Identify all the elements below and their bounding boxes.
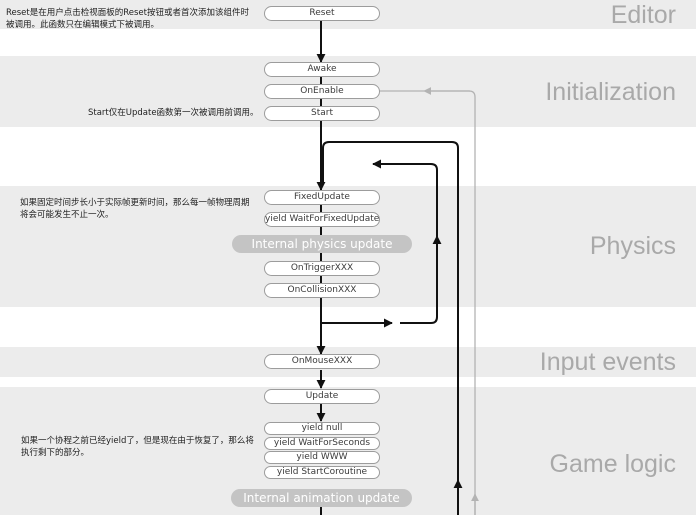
- note-physics: 如果固定时间步长小于实际帧更新时间，那么每一帧物理周期 将会可能发生不止一次。: [20, 197, 250, 221]
- frame-loop-top-arrow: [322, 141, 459, 490]
- onenable-return-arrow: [426, 90, 476, 515]
- node-internal-physics-update: Internal physics update: [232, 235, 412, 253]
- note-coroutine: 如果一个协程之前已经yield了，但是现在由于恢复了，那么将 执行剩下的部分。: [21, 435, 254, 459]
- note-coroutine-line-1: 如果一个协程之前已经yield了，但是现在由于恢复了，那么将: [21, 436, 254, 446]
- node-ontriggerxxx: OnTriggerXXX: [264, 261, 380, 276]
- node-reset: Reset: [264, 6, 380, 21]
- node-yield-waitforseconds: yield WaitForSeconds: [264, 437, 380, 450]
- node-yield-null: yield null: [264, 422, 380, 435]
- node-onmousexxx: OnMouseXXX: [264, 354, 380, 369]
- node-yield-startcoroutine: yield StartCoroutine: [264, 466, 380, 479]
- physics-loop-top-arrow: [372, 159, 438, 240]
- note-physics-line-2: 将会可能发生不止一次。: [20, 210, 114, 220]
- node-yield-waitforfixedupdate: yield WaitForFixedUpdate: [264, 212, 380, 227]
- node-fixedupdate: FixedUpdate: [264, 190, 380, 205]
- node-onenable: OnEnable: [264, 84, 380, 99]
- node-oncollisionxxx: OnCollisionXXX: [264, 283, 380, 298]
- note-start: Start仅在Update函数第一次被调用前调用。: [88, 108, 259, 118]
- section-title-physics: Physics: [589, 232, 676, 260]
- physics-loop-up-arrow: [400, 235, 442, 324]
- section-title-game-logic: Game logic: [549, 450, 676, 478]
- note-reset-line-2: 被调用。此函数只在编辑模式下被调用。: [6, 20, 160, 30]
- note-physics-line-1: 如果固定时间步长小于实际帧更新时间，那么每一帧物理周期: [20, 198, 250, 208]
- section-title-initialization: Initialization: [545, 78, 676, 106]
- node-update: Update: [264, 389, 380, 404]
- node-yield-www: yield WWW: [264, 451, 380, 464]
- node-start: Start: [264, 106, 380, 121]
- note-coroutine-line-2: 执行剩下的部分。: [21, 448, 90, 458]
- section-title-editor: Editor: [610, 1, 676, 29]
- node-internal-animation-update: Internal animation update: [231, 489, 412, 507]
- note-reset: Reset是在用户点击检视面板的Reset按钮或者首次添加该组件时 被调用。此函…: [6, 7, 249, 31]
- section-title-input-events: Input events: [539, 348, 676, 376]
- node-awake: Awake: [264, 62, 380, 77]
- note-reset-line-1: Reset是在用户点击检视面板的Reset按钮或者首次添加该组件时: [6, 8, 249, 18]
